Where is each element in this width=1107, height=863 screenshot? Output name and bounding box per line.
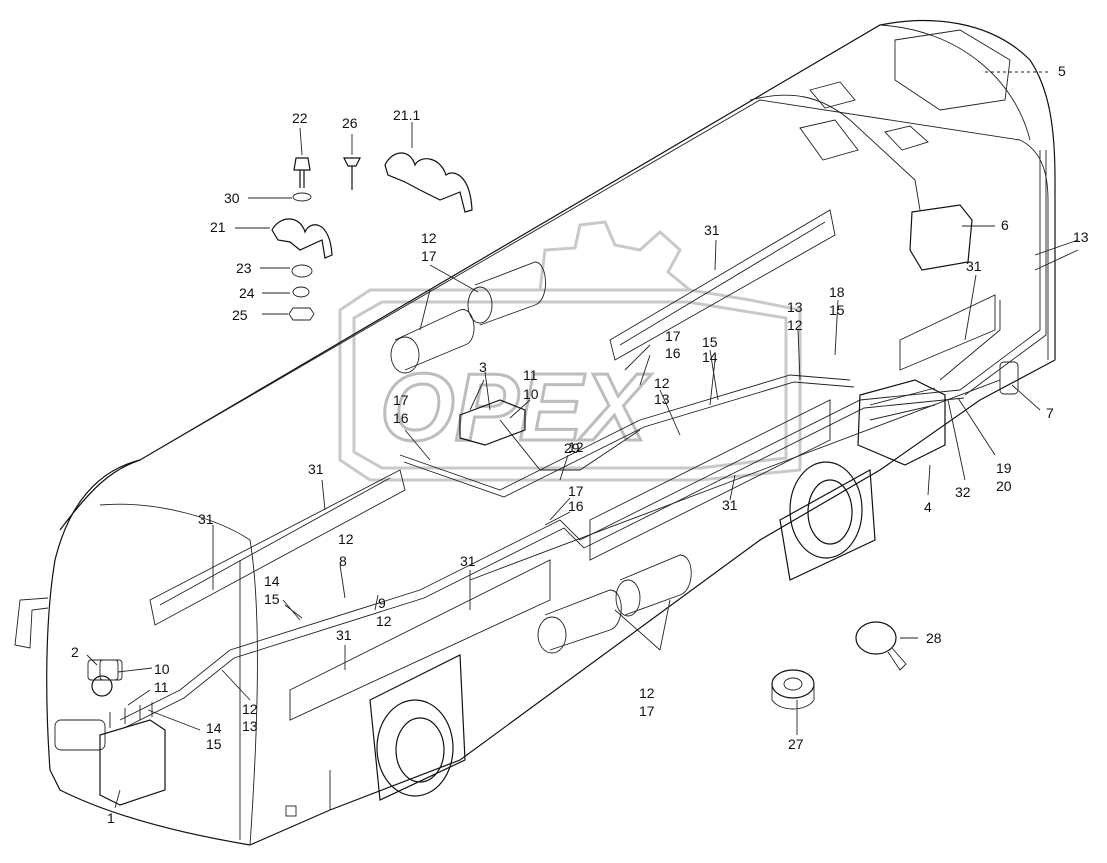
callout-8: 8 <box>339 553 347 569</box>
callout-14-a: 14 <box>702 349 718 365</box>
control-unit-icon <box>909 204 973 271</box>
callout-14-b: 14 <box>264 573 280 589</box>
callout-24: 24 <box>239 285 255 301</box>
callout-17-c: 17 <box>393 392 409 408</box>
rear-heater-icon <box>857 379 946 466</box>
callout-12-e: 12 <box>376 613 392 629</box>
callout-15-b: 15 <box>829 302 845 318</box>
callout-20: 20 <box>996 478 1012 494</box>
callout-25: 25 <box>232 307 248 323</box>
callout-13-d: 13 <box>242 718 258 734</box>
callout-11-mid: 11 <box>523 367 538 383</box>
callout-26: 26 <box>342 115 358 131</box>
callout-12-a: 12 <box>421 230 437 246</box>
callout-19: 19 <box>996 460 1012 476</box>
callout-16-a: 16 <box>665 345 681 361</box>
callout-14-c: 14 <box>206 720 222 736</box>
watermark-logo: OPEX <box>338 220 802 482</box>
callout-1: 1 <box>107 810 115 826</box>
callout-9: 9 <box>378 595 386 611</box>
callout-10-front: 10 <box>154 661 170 677</box>
callout-3: 3 <box>479 359 487 375</box>
callout-7: 7 <box>1046 405 1054 421</box>
callout-12-c: 12 <box>787 317 803 333</box>
leader-lines <box>86 71 1079 809</box>
callout-10-mid: 10 <box>523 386 539 402</box>
callout-16-b: 16 <box>393 410 409 426</box>
heater-unit-icon <box>99 719 166 806</box>
callout-29: 29 <box>564 440 580 456</box>
circulation-pump-icon <box>459 399 526 446</box>
callout-31-a: 31 <box>704 222 720 238</box>
callout-13-a: 13 <box>1073 229 1089 245</box>
callout-31-c: 31 <box>308 461 324 477</box>
callout-32: 32 <box>955 484 971 500</box>
callout-12-d: 12 <box>338 531 354 547</box>
callout-31-e: 31 <box>460 553 476 569</box>
callout-11-front: 11 <box>154 679 169 695</box>
callout-5: 5 <box>1058 63 1066 79</box>
callout-13-c: 13 <box>787 299 803 315</box>
callout-31-g: 31 <box>722 497 738 513</box>
hose-clamp-icon <box>855 621 897 655</box>
callout-2: 2 <box>71 644 79 660</box>
spring-washer-icon <box>292 286 310 298</box>
callout-31-d: 31 <box>198 511 214 527</box>
callout-12-f: 12 <box>242 701 258 717</box>
components <box>91 152 1019 806</box>
callout-4: 4 <box>924 499 932 515</box>
bus-body <box>14 20 1056 846</box>
callout-labels: 1 2 3 4 5 6 7 8 9 10 10 11 11 12 12 12 1… <box>71 63 1089 826</box>
grommet-icon <box>771 669 815 699</box>
duct-panels <box>149 209 996 721</box>
callout-15-c: 15 <box>264 591 280 607</box>
callout-15-a: 15 <box>702 334 718 350</box>
callout-17-e: 17 <box>639 703 655 719</box>
double-clamp-icon <box>384 152 473 213</box>
callout-12-h: 12 <box>568 439 584 455</box>
callout-18: 18 <box>829 284 845 300</box>
callout-17-a: 17 <box>421 248 437 264</box>
nut-icon <box>288 307 315 321</box>
bolt-icon <box>293 157 311 188</box>
callout-15-d: 15 <box>206 736 222 752</box>
screw-icon <box>343 157 361 190</box>
callout-22: 22 <box>292 110 308 126</box>
callout-6: 6 <box>1001 217 1009 233</box>
clamp-icon <box>271 218 333 259</box>
callout-27: 27 <box>788 736 804 752</box>
callout-12-b: 12 <box>654 375 670 391</box>
pump-icon <box>91 675 113 697</box>
callout-17-b: 17 <box>665 328 681 344</box>
washer-icon <box>292 192 312 202</box>
watermark-text: OPEX <box>380 354 652 461</box>
callout-28: 28 <box>926 630 942 646</box>
callout-13-b: 13 <box>654 391 670 407</box>
callout-21-1: 21.1 <box>393 107 420 123</box>
callout-30: 30 <box>224 190 240 206</box>
callout-17-d: 17 <box>568 483 584 499</box>
callout-31-f: 31 <box>336 627 352 643</box>
hose-sleeves <box>390 261 692 654</box>
expansion-tank-icon <box>999 361 1019 395</box>
callout-31-b: 31 <box>966 258 982 274</box>
washer-icon-2 <box>291 264 313 278</box>
callout-21: 21 <box>210 219 226 235</box>
callout-12-g: 12 <box>639 685 655 701</box>
callout-23: 23 <box>236 260 252 276</box>
callout-16-c: 16 <box>568 498 584 514</box>
